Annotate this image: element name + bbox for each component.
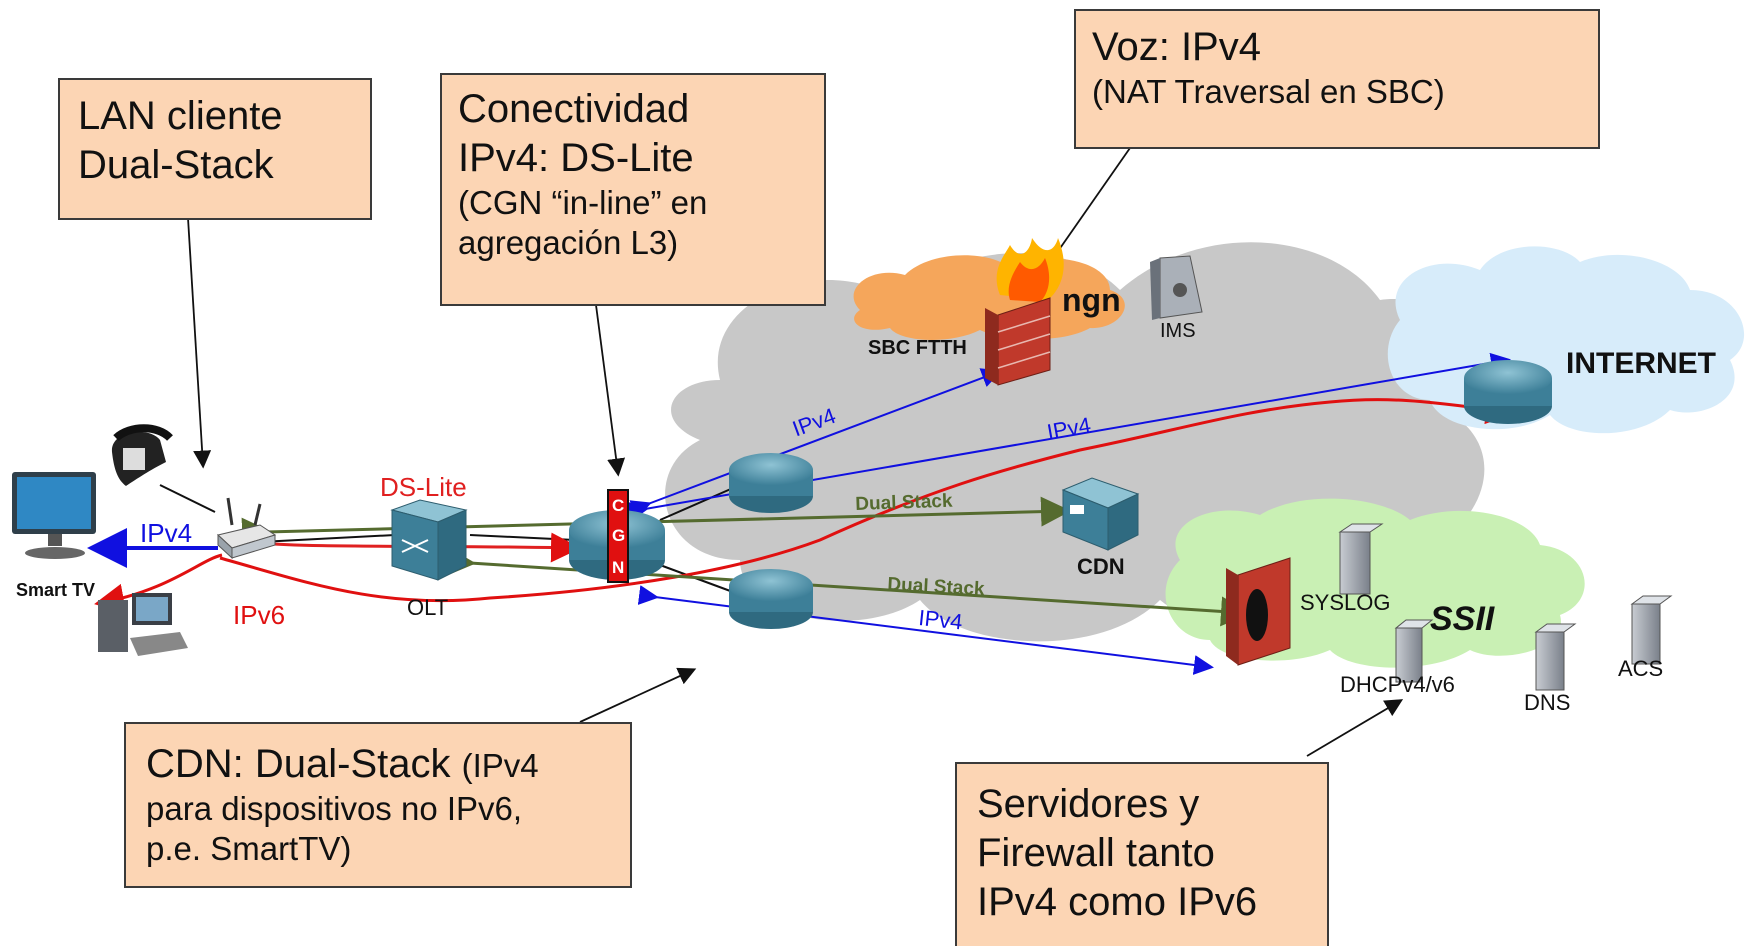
label-ipv4-lan: IPv4 <box>140 518 193 548</box>
callout-cdn-line2: para dispositivos no IPv6, <box>146 789 523 827</box>
cgn-letter-c: C <box>612 496 625 515</box>
pc-icon <box>98 593 188 656</box>
callout-lan-line1: LAN cliente <box>78 94 283 138</box>
callout-dslite-line4: agregación L3) <box>458 223 679 261</box>
label-internet: INTERNET <box>1566 347 1716 380</box>
ims-icon <box>1150 255 1203 320</box>
acs-server-icon <box>1630 595 1673 665</box>
label-smart-tv: Smart TV <box>16 580 96 600</box>
cgn-letter-n: N <box>612 558 625 577</box>
home-gateway-icon <box>216 497 277 560</box>
label-acs: ACS <box>1618 656 1664 681</box>
callout-lan-cliente: LAN cliente Dual-Stack <box>58 78 372 220</box>
ssii-firewall-icon <box>1226 557 1291 666</box>
callout-cdn-line1b: (IPv4 <box>461 747 539 784</box>
cdn-pointer <box>579 667 697 723</box>
label-dhcp: DHCPv4/v6 <box>1340 672 1455 697</box>
sbc-firewall-icon <box>985 238 1064 386</box>
label-ngn: ngn <box>1062 282 1121 318</box>
internet-router-icon <box>1464 360 1552 424</box>
internet-cloud <box>1387 246 1745 434</box>
label-olt: OLT <box>407 595 449 620</box>
label-dns: DNS <box>1524 690 1571 715</box>
callout-voz-line1: Voz: IPv4 <box>1092 25 1261 69</box>
label-ipv6-lan: IPv6 <box>233 600 286 630</box>
label-ipv4-ssii: IPv4 <box>917 605 964 635</box>
label-ds-lite: DS-Lite <box>380 472 467 502</box>
callout-voz: Voz: IPv4 (NAT Traversal en SBC) <box>1074 9 1600 149</box>
smart-tv-icon <box>12 472 96 559</box>
label-syslog: SYSLOG <box>1300 590 1391 615</box>
dns-server-icon <box>1534 623 1577 691</box>
core-router-top-icon <box>729 453 813 513</box>
dslite-pointer <box>595 304 626 477</box>
callout-dslite-line2: IPv4: DS-Lite <box>458 135 694 180</box>
callout-dslite-line3: (CGN “in-line” en <box>458 183 708 221</box>
cdn-appliance-icon <box>1061 477 1140 551</box>
callout-voz-line2: (NAT Traversal en SBC) <box>1092 72 1445 110</box>
label-sbc-ftth: SBC FTTH <box>868 337 967 359</box>
servers-pointer <box>1306 699 1404 757</box>
callout-servers-line2: Firewall tanto <box>977 830 1215 875</box>
dhcp-server-icon <box>1394 619 1434 683</box>
ipv6-lan-arrow <box>94 553 223 614</box>
callout-ds-lite: Conectividad IPv4: DS-Lite (CGN “in-line… <box>440 73 826 306</box>
cgn-letter-g: G <box>612 526 626 545</box>
core-router-bottom-icon <box>729 569 813 629</box>
label-ims: IMS <box>1160 320 1196 342</box>
label-cdn: CDN <box>1077 554 1125 579</box>
syslog-server-icon <box>1338 523 1384 595</box>
callout-lan-line2: Dual-Stack <box>78 142 274 187</box>
callout-servers-line1: Servidores y <box>977 782 1200 826</box>
label-dual-stack-cdn: Dual Stack <box>855 490 953 515</box>
cgn-badge <box>607 489 629 583</box>
callout-servidores: Servidores y Firewall tanto IPv4 como IP… <box>955 762 1329 946</box>
lan-pointer <box>187 217 212 469</box>
callout-cdn-line3: p.e. SmartTV) <box>146 830 352 868</box>
callout-cdn: CDN: Dual-Stack (IPv4 para dispositivos … <box>124 722 632 888</box>
callout-cdn-line1a: CDN: Dual-Stack <box>146 742 462 786</box>
label-ssii: SSII <box>1430 600 1495 638</box>
telephone-icon <box>111 424 173 486</box>
callout-dslite-line1: Conectividad <box>458 87 690 131</box>
callout-servers-line3: IPv4 como IPv6 <box>977 879 1258 924</box>
olt-switch-icon <box>390 499 468 581</box>
